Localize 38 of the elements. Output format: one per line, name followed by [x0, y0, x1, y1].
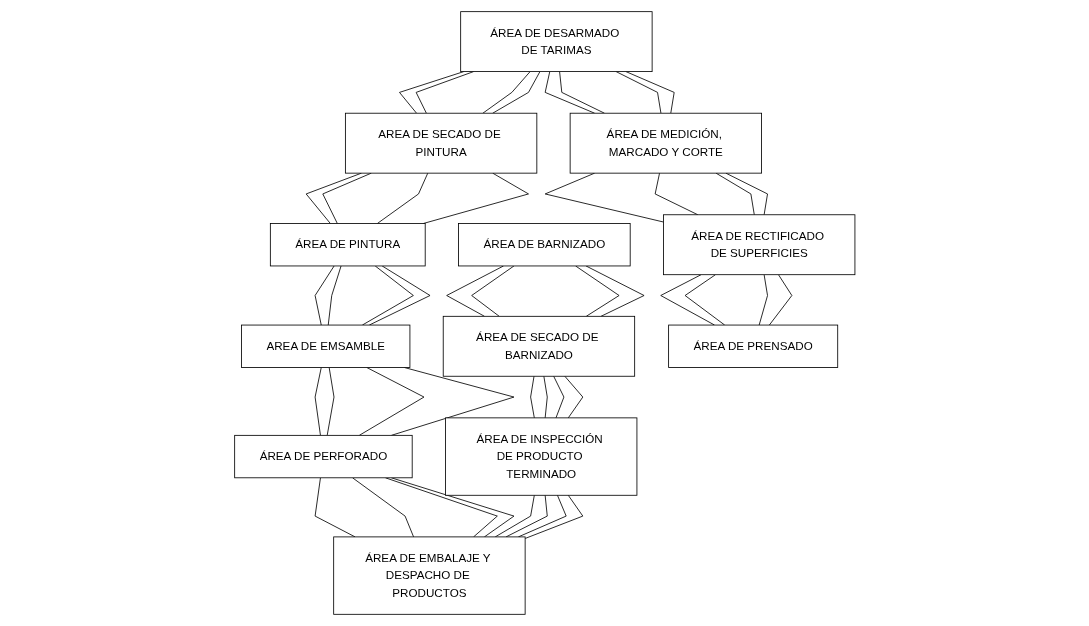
connector — [398, 71, 464, 114]
node-box: ÁREA DE DESARMADO DE TARIMAS — [459, 11, 653, 73]
connector — [544, 172, 664, 223]
connector — [529, 375, 535, 419]
connector — [482, 71, 531, 114]
connector — [314, 265, 335, 326]
connector — [524, 494, 583, 539]
connector — [492, 71, 541, 114]
connector — [625, 71, 675, 114]
connector — [544, 71, 595, 114]
node-box: ÁREA DE PRENSADO — [667, 324, 838, 368]
connector — [615, 71, 662, 114]
node-box: ÁREA DE PERFORADO — [233, 434, 413, 479]
connector — [351, 477, 414, 538]
connector — [654, 172, 698, 216]
node-box: ÁREA DE PINTURA — [269, 223, 426, 267]
connector — [552, 375, 565, 419]
node-box: ÁREA DE EMBALAJE Y DESPACHO DE PRODUCTOS — [332, 536, 526, 615]
connector — [415, 71, 474, 114]
connector — [361, 265, 414, 326]
node-box: ÁREA DE RECTIFICADO DE SUPERFICIES — [662, 214, 856, 276]
node-box: ÁREA DE SECADO DE BARNIZADO — [442, 315, 635, 377]
node-box: ÁREA DE MEDICIÓN, MARCADO Y CORTE — [569, 112, 762, 174]
connector — [326, 367, 335, 436]
connector — [558, 71, 605, 114]
node-box: AREA DE EMSAMBLE — [240, 324, 411, 368]
node-box: AREA DE SECADO DE PINTURA — [344, 112, 537, 174]
connector — [314, 367, 322, 436]
node-box: ÁREA DE INSPECCIÓN DE PRODUCTO TERMINADO — [444, 417, 638, 496]
connector — [327, 265, 342, 326]
connector — [715, 172, 755, 216]
connector — [358, 367, 425, 436]
connector — [758, 274, 768, 326]
connector — [368, 265, 431, 326]
node-box: ÁREA DE BARNIZADO — [457, 223, 631, 267]
connector — [422, 172, 529, 224]
connector — [376, 172, 428, 224]
connector — [543, 375, 548, 419]
